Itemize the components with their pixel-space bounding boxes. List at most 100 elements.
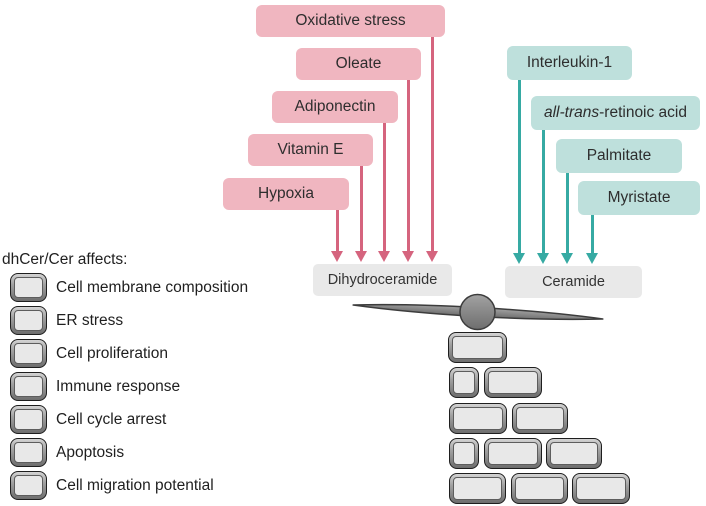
arrow-head-icon <box>537 253 549 264</box>
arrow-all-trans-retinoic-acid-to-ceramide <box>537 130 549 264</box>
affects-item: Immune response <box>10 372 180 401</box>
factor-box-vitamin-e: Vitamin E <box>248 134 373 166</box>
wall-brick <box>546 438 602 469</box>
affects-item-label: Cell membrane composition <box>56 278 249 296</box>
affects-item: ER stress <box>10 306 123 335</box>
factor-label: Hypoxia <box>258 185 314 202</box>
wall-brick-face <box>453 477 502 500</box>
wall-brick <box>449 367 479 398</box>
factor-label: Vitamin E <box>277 141 344 158</box>
affects-item: Cell membrane composition <box>10 273 248 302</box>
factor-label: all-trans-retinoic acid <box>543 104 687 121</box>
wall-brick <box>572 473 630 504</box>
dihydroceramide-label: Dihydroceramide <box>327 272 438 288</box>
arrow-vitamin-e-to-dihydroceramide <box>355 166 367 262</box>
factor-label: Palmitate <box>586 147 652 164</box>
brick-icon-face <box>14 310 43 331</box>
wall-brick-face <box>453 407 503 430</box>
wall-brick-face <box>488 442 538 465</box>
affects-item-label: Cell proliferation <box>56 344 168 362</box>
factor-box-hypoxia: Hypoxia <box>223 178 349 210</box>
wall-brick-face <box>516 407 564 430</box>
arrow-shaft <box>359 166 363 252</box>
brick-icon <box>10 438 47 467</box>
factor-box-oleate: Oleate <box>296 48 421 80</box>
arrow-palmitate-to-ceramide <box>561 173 573 264</box>
brick-icon <box>10 372 47 401</box>
wall-brick-face <box>515 477 564 500</box>
wall-brick <box>449 403 507 434</box>
arrow-head-icon <box>513 253 525 264</box>
balance-fulcrum <box>459 293 496 331</box>
brick-icon <box>10 471 47 500</box>
ceramide-label: Ceramide <box>542 274 605 290</box>
affects-title: dhCer/Cer affects: <box>2 251 128 268</box>
factor-box-adiponectin: Adiponectin <box>272 91 398 123</box>
factor-label: Oxidative stress <box>295 12 406 29</box>
arrow-myristate-to-ceramide <box>586 215 598 264</box>
affects-item-label: Cell cycle arrest <box>56 410 167 428</box>
affects-item-label: Immune response <box>56 377 181 395</box>
factor-box-oxidative-stress: Oxidative stress <box>256 5 445 37</box>
factor-label: Adiponectin <box>294 98 376 115</box>
wall-brick-face <box>453 442 475 465</box>
affects-item: Apoptosis <box>10 438 124 467</box>
arrow-interleukin-1-to-ceramide <box>513 80 525 264</box>
factor-label: Oleate <box>335 55 382 72</box>
arrow-head-icon <box>561 253 573 264</box>
arrow-shaft <box>541 130 545 254</box>
affects-item: Cell cycle arrest <box>10 405 166 434</box>
wall-brick-face <box>488 371 538 394</box>
wall-brick-face <box>550 442 598 465</box>
arrow-hypoxia-to-dihydroceramide <box>331 210 343 262</box>
arrow-shaft <box>590 215 594 254</box>
wall-brick <box>484 367 542 398</box>
arrow-shaft <box>565 173 569 254</box>
wall-brick-face <box>452 336 503 359</box>
arrow-head-icon <box>402 251 414 262</box>
factor-label: Interleukin-1 <box>526 54 613 71</box>
factor-box-palmitate: Palmitate <box>556 139 682 173</box>
arrow-head-icon <box>331 251 343 262</box>
wall-brick-face <box>453 371 475 394</box>
arrow-adiponectin-to-dihydroceramide <box>378 123 390 262</box>
brick-icon-face <box>14 409 43 430</box>
affects-item-label: Cell migration potential <box>56 476 214 494</box>
brick-icon <box>10 339 47 368</box>
arrow-shaft <box>335 210 339 252</box>
wall-brick <box>449 473 506 504</box>
wall-brick <box>449 438 479 469</box>
affects-item: Cell migration potential <box>10 471 214 500</box>
arrow-oxidative-stress-to-dihydroceramide <box>426 37 438 262</box>
wall-brick <box>448 332 507 363</box>
arrow-head-icon <box>378 251 390 262</box>
factor-box-myristate: Myristate <box>578 181 700 215</box>
arrow-shaft <box>382 123 386 252</box>
affects-item-label: ER stress <box>56 311 124 329</box>
brick-icon-face <box>14 442 43 463</box>
dihydroceramide-box: Dihydroceramide <box>313 264 452 296</box>
factor-label: Myristate <box>607 189 671 206</box>
ceramide-box: Ceramide <box>505 266 642 298</box>
arrow-shaft <box>517 80 521 254</box>
arrow-shaft <box>406 80 410 252</box>
brick-icon-face <box>14 376 43 397</box>
wall-brick-face <box>576 477 626 500</box>
wall-brick <box>512 403 568 434</box>
brick-icon-face <box>14 277 43 298</box>
affects-item-label: Apoptosis <box>56 443 125 461</box>
brick-icon-face <box>14 343 43 364</box>
factor-box-interleukin-1: Interleukin-1 <box>507 46 632 80</box>
balance-scale <box>352 293 604 331</box>
brick-icon-face <box>14 475 43 496</box>
arrow-shaft <box>430 37 434 252</box>
factor-box-all-trans-retinoic-acid: all-trans-retinoic acid <box>531 96 700 130</box>
affects-item: Cell proliferation <box>10 339 168 368</box>
brick-icon <box>10 405 47 434</box>
arrow-oleate-to-dihydroceramide <box>402 80 414 262</box>
brick-icon <box>10 273 47 302</box>
arrow-head-icon <box>355 251 367 262</box>
brick-icon <box>10 306 47 335</box>
arrow-head-icon <box>586 253 598 264</box>
